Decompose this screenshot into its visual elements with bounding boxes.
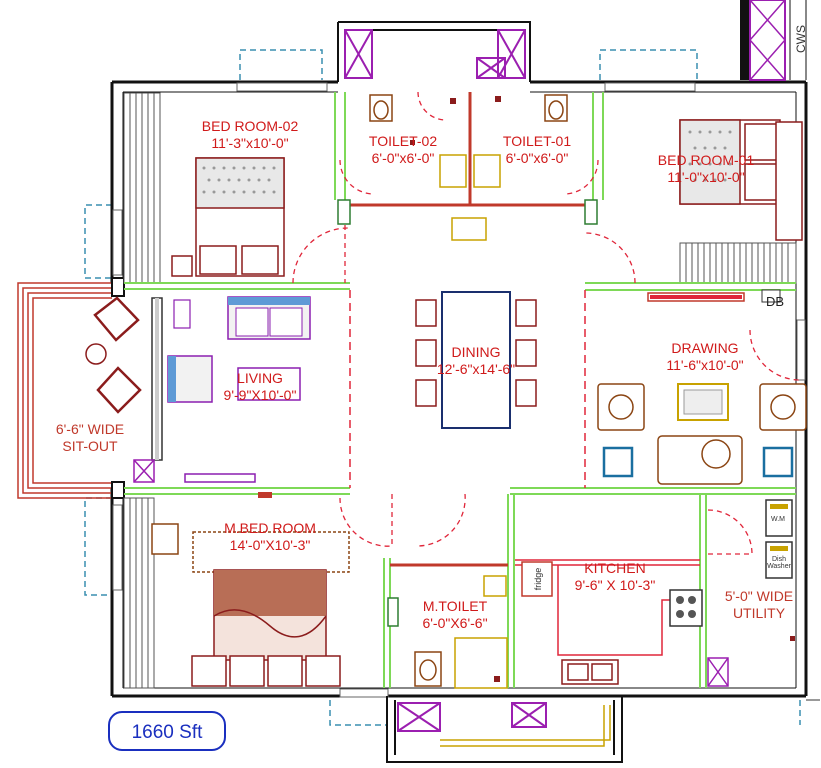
sitout-shaft — [133, 459, 155, 483]
fridge — [521, 561, 553, 597]
cws-shaft — [740, 0, 807, 81]
dishwasher-label: Dish Washer — [767, 556, 791, 570]
partitions-red — [345, 92, 585, 567]
room-name: KITCHEN — [584, 560, 646, 576]
room-size: 11'-6"x10'-0" — [666, 357, 744, 373]
bottom-shafts — [397, 702, 547, 732]
windows — [112, 82, 806, 698]
room-separators — [349, 290, 586, 488]
master-bedroom-furniture — [151, 492, 350, 687]
db-label: DB — [766, 294, 785, 309]
living-sofa — [167, 296, 311, 483]
room-name: LIVING — [237, 370, 283, 386]
room-size: 5'-0" WIDE — [724, 588, 794, 604]
room-label-master-toilet: M.TOILET 6'-0"X6'-6" — [405, 598, 505, 632]
room-label-bedroom2: BED ROOM-02 11'-3"x10'-0" — [190, 118, 310, 152]
room-name: UTILITY — [732, 605, 786, 621]
bedroom2-dots — [202, 166, 276, 194]
room-label-utility: 5'-0" WIDE UTILITY — [714, 588, 804, 622]
room-name: BED ROOM-01 — [657, 152, 755, 168]
mtoilet-tile — [494, 676, 500, 682]
room-size: 11'-3"x10'-0" — [211, 135, 289, 151]
room-name: TOILET-02 — [368, 133, 438, 149]
room-name: SIT-OUT — [62, 438, 118, 454]
utility-fixtures — [707, 499, 795, 687]
room-label-living: LIVING 9'-9"X10'-0" — [205, 370, 315, 404]
bottom-railing — [440, 705, 611, 747]
room-size: 6'-0"x6'-0" — [505, 150, 569, 166]
room-label-bedroom1: BED ROOM-01 11'-0"x10'-0" — [646, 152, 766, 186]
bottom-balcony — [386, 696, 623, 763]
wardrobe-strips — [123, 92, 797, 689]
bedroom2-bed — [171, 157, 285, 277]
master-toilet-fixtures — [414, 575, 508, 689]
room-size: 6'-6" WIDE — [55, 421, 125, 437]
room-size: 9'-6" X 10'-3" — [574, 577, 656, 593]
sitout-chairs — [85, 296, 142, 414]
room-size: 6'-0"X6'-6" — [422, 615, 488, 631]
wm-label: W.M — [771, 516, 785, 523]
kitchen-stove — [669, 589, 703, 627]
drawing-furniture — [597, 289, 807, 485]
sitout-door-frame — [111, 277, 163, 499]
bedroom1-bed — [679, 119, 803, 241]
room-label-kitchen: KITCHEN 9'-6" X 10'-3" — [560, 560, 670, 594]
cws-label: CWS — [794, 25, 808, 53]
room-name: TOILET-01 — [502, 133, 572, 149]
sitout-balcony — [17, 282, 112, 499]
room-name: BED ROOM-02 — [201, 118, 299, 134]
fridge-label: fridge — [533, 567, 543, 591]
room-name: DRAWING — [671, 340, 739, 356]
room-size: 14'-0"X10'-3" — [229, 537, 311, 553]
room-size: 6'-0"x6'-0" — [371, 150, 435, 166]
room-label-master-bedroom: M.BED ROOM 14'-0"X10'-3" — [210, 520, 330, 554]
room-label-toilet2: TOILET-02 6'-0"x6'-0" — [358, 133, 448, 167]
kitchen-sink — [561, 659, 619, 685]
room-label-sitout: 6'-6" WIDE SIT-OUT — [40, 421, 140, 455]
toilet-tiles — [410, 96, 501, 145]
wall-stubs — [337, 199, 598, 627]
toilet-fixtures — [369, 94, 568, 241]
bedroom1-dots — [688, 130, 732, 182]
room-size: 9'-9"X10'-0" — [223, 387, 297, 403]
room-label-toilet1: TOILET-01 6'-0"x6'-0" — [492, 133, 582, 167]
room-name: DINING — [451, 344, 501, 360]
room-name: M.BED ROOM — [224, 520, 316, 536]
area-badge: 1660 Sft — [108, 711, 226, 751]
room-label-dining: DINING 12'-6"x14'-6" — [416, 344, 536, 378]
room-label-drawing: DRAWING 11'-6"x10'-0" — [650, 340, 760, 374]
room-size: 11'-0"x10'-0" — [667, 169, 745, 185]
dining-set — [415, 291, 537, 429]
duct-shafts — [344, 29, 526, 79]
door-swings — [292, 91, 801, 555]
room-size: 12'-6"x14'-6" — [436, 361, 516, 377]
room-name: M.TOILET — [422, 598, 488, 614]
